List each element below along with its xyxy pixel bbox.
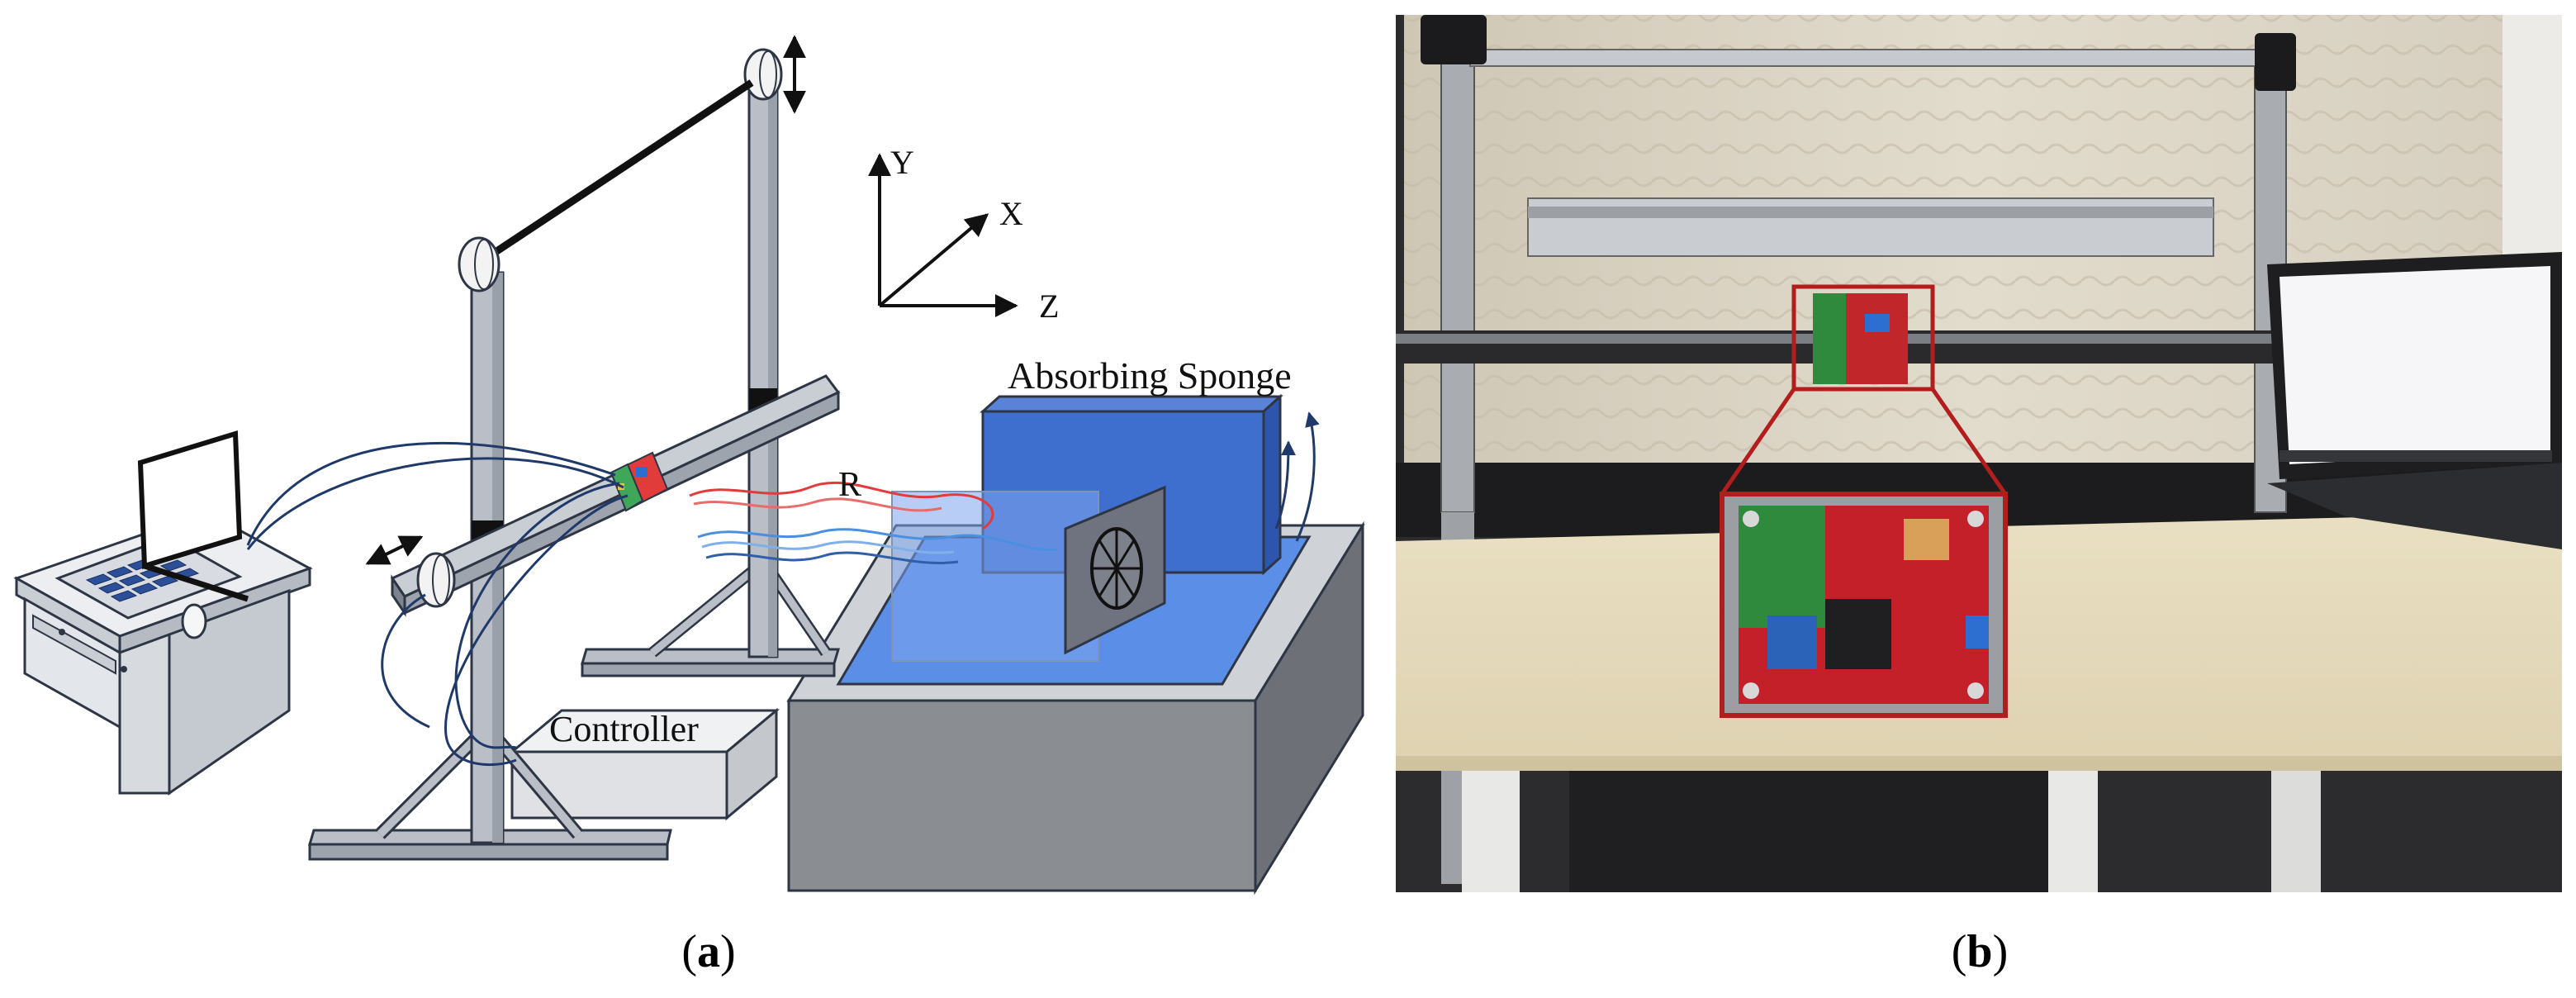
cables	[246, 441, 629, 767]
mounted-board	[1813, 293, 1908, 384]
axis-z-label: Z	[1039, 288, 1059, 325]
laptop	[2267, 252, 2562, 549]
target-plate	[1064, 485, 1166, 655]
stand-right	[580, 48, 841, 677]
computer-desk	[13, 430, 313, 796]
controller-box	[508, 707, 780, 821]
caption-b: (b)	[1952, 926, 2008, 977]
panel-b-photo	[1396, 15, 2562, 892]
translucent-panel	[891, 491, 1099, 662]
caption-a: (a)	[681, 926, 735, 977]
reflection-label: R	[838, 466, 861, 504]
absorbing-sponge-label: Absorbing Sponge	[1008, 354, 1292, 397]
axis-y-label: Y	[890, 144, 914, 181]
drive-belt	[493, 79, 754, 255]
radar-waves	[689, 481, 1058, 564]
wire-arrow-1	[1274, 440, 1296, 530]
axis-x-label: X	[999, 195, 1023, 232]
panel-a-diagram: Y X Z Absorbing Sponge R Controller	[13, 35, 1365, 896]
controller-label: Controller	[549, 709, 699, 749]
wire-arrow-2	[1295, 411, 1320, 542]
horizontal-motion-arrow	[365, 535, 424, 565]
inset-connectors	[1720, 387, 2008, 496]
inset-zoom	[1720, 492, 2008, 718]
horizontal-rail	[390, 374, 841, 617]
laptop-screen	[137, 430, 243, 570]
axis-indicator: Y X Z	[868, 144, 1059, 325]
board-highlight-box	[1791, 284, 1935, 392]
mouse-icon	[181, 603, 207, 639]
